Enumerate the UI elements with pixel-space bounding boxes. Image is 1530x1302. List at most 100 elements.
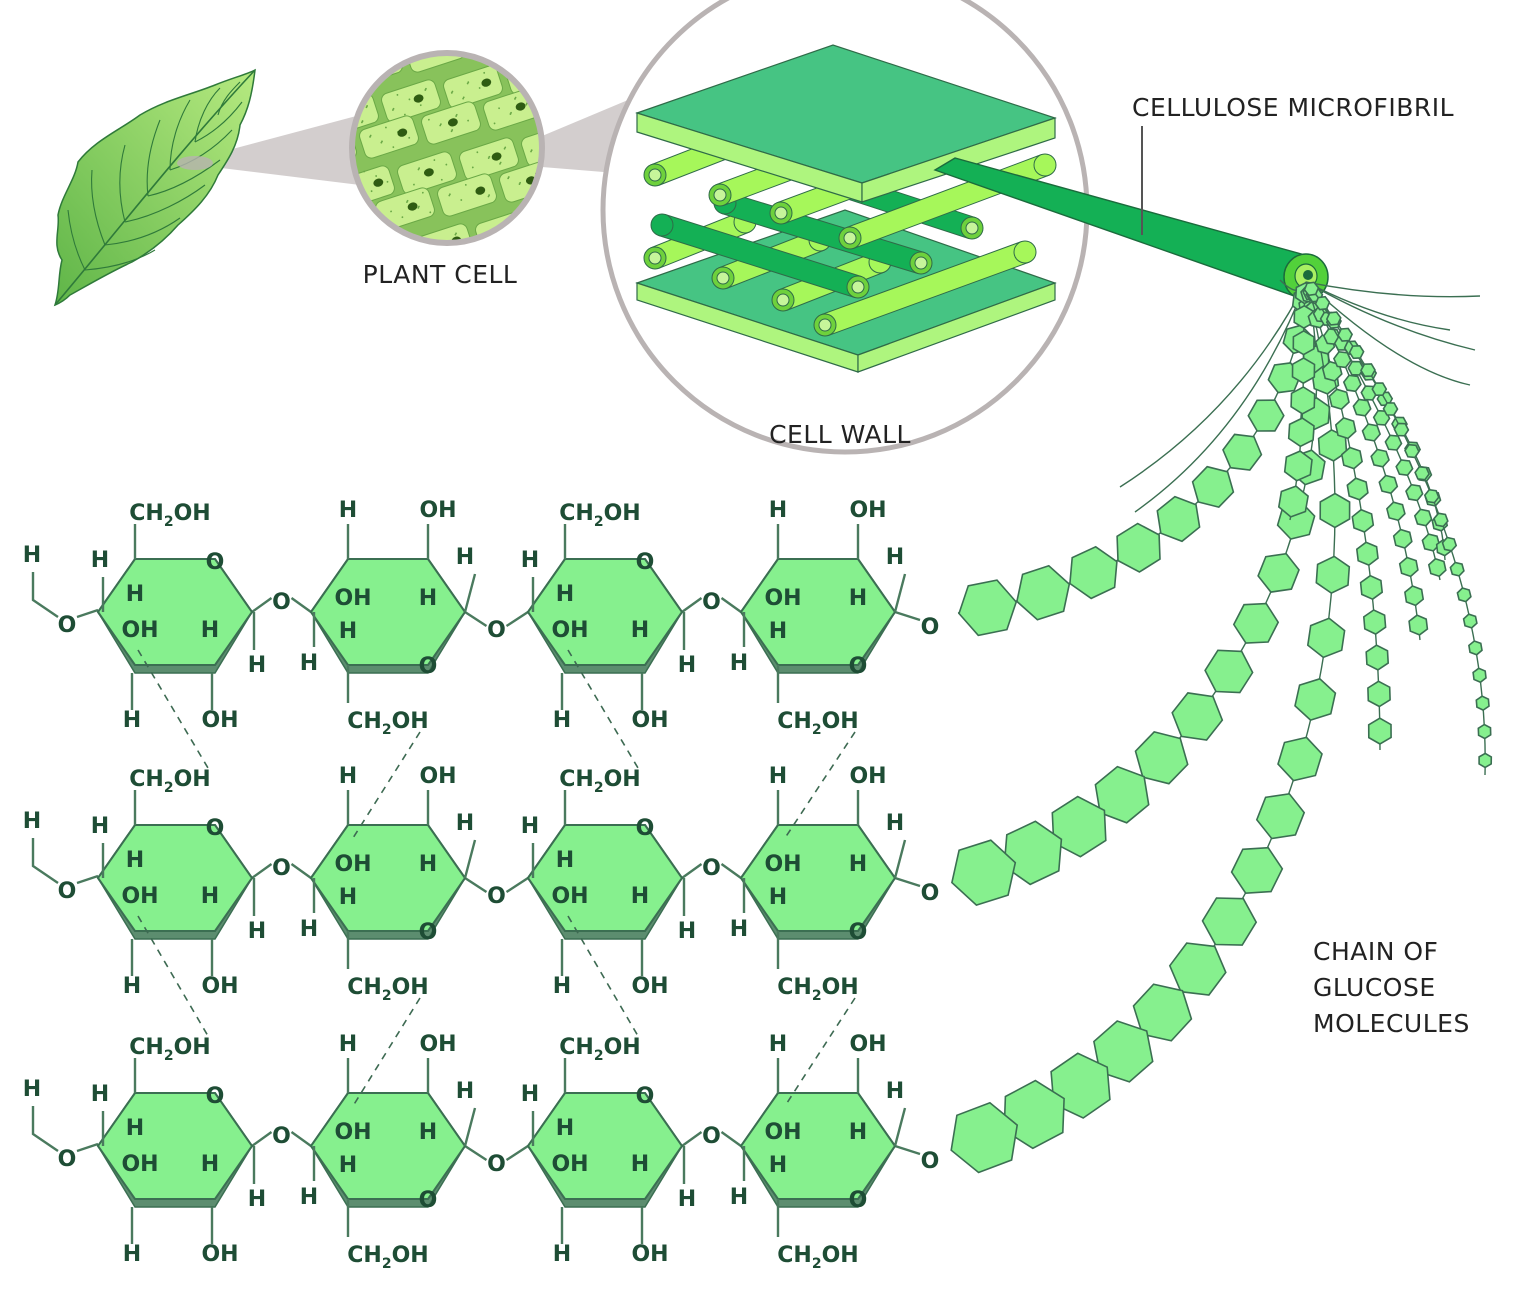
hydroxyl-group: OH <box>419 764 456 789</box>
glucose-hexagon <box>1191 465 1235 508</box>
hydrogen-atom: H <box>849 852 867 877</box>
hydrogen-atom: H <box>91 1082 109 1107</box>
glucose-hexagon <box>1003 820 1063 886</box>
ring-oxygen: O <box>849 920 868 945</box>
ring-oxygen: O <box>419 1188 438 1213</box>
hydrogen-atom: H <box>126 582 144 607</box>
leaf-zoom-spot <box>177 156 213 170</box>
glucose-hexagon <box>1016 564 1071 621</box>
hydrogen-atom: H <box>339 619 357 644</box>
glucose-chain <box>1305 281 1447 581</box>
bond <box>681 597 703 613</box>
bond <box>463 839 477 879</box>
hydrogen-atom: H <box>631 618 649 643</box>
chain-of-glucose-label: CHAIN OF GLUCOSE MOLECULES <box>1313 937 1470 1038</box>
chain-label-line1: CHAIN OF <box>1313 937 1438 966</box>
hydroxyl-group: OH <box>201 974 238 999</box>
hydrogen-atom: H <box>126 1116 144 1141</box>
hydroxyl-group: OH <box>551 884 588 909</box>
hydrogen-atom: H <box>123 1242 141 1267</box>
glycosidic-oxygen: O <box>702 590 721 615</box>
glucose-hexagon <box>1367 717 1392 745</box>
terminal-hydroxyl: HO <box>23 1077 99 1172</box>
glycosidic-oxygen: O <box>272 856 291 881</box>
glycosidic-bond: O <box>464 876 529 909</box>
ch2oh-group: CH2OH <box>777 709 858 738</box>
glycosidic-oxygen: O <box>487 618 506 643</box>
glycosidic-bond: O <box>251 856 312 881</box>
nucleus <box>569 209 581 220</box>
ring-oxygen: O <box>206 816 225 841</box>
glucose-hexagon <box>1362 609 1387 636</box>
glucose-hexagon <box>1405 483 1424 502</box>
hydrogen-atom: H <box>521 1082 539 1107</box>
glucose-hexagon <box>1314 295 1331 311</box>
hydrogen-atom: H <box>631 884 649 909</box>
hydrogen-atom: H <box>849 586 867 611</box>
leaf-veins <box>67 81 243 271</box>
glucose-hexagon <box>1051 795 1107 858</box>
oxygen-atom: O <box>58 879 77 904</box>
glucose-hexagon <box>1382 401 1399 416</box>
glucose-hexagon <box>1370 448 1390 468</box>
ch2oh-group: CH2OH <box>559 1035 640 1064</box>
hydrogen-bond <box>567 915 639 1037</box>
hydrogen-atom: H <box>769 1153 787 1178</box>
plant-cell <box>528 0 591 46</box>
hydroxyl-group: OH <box>121 884 158 909</box>
glucose-hexagon <box>1475 695 1490 712</box>
plant-cell <box>359 115 419 159</box>
plant-cell <box>521 123 542 167</box>
glycosidic-bond: O <box>464 1144 529 1177</box>
bond <box>464 1144 488 1162</box>
chain-label-line3: MOLECULES <box>1313 1009 1470 1038</box>
leaf-to-cell-beam <box>180 115 360 185</box>
ch2oh-group: CH2OH <box>777 1243 858 1272</box>
glucose-hexagon <box>1306 617 1346 659</box>
ring-oxygen: O <box>419 654 438 679</box>
hydrogen-atom: H <box>201 618 219 643</box>
fibril-strand <box>1305 281 1481 298</box>
chain-link: O <box>894 1144 939 1174</box>
hydrogen-atom: H <box>769 1032 787 1057</box>
fibril-strand <box>1134 281 1307 513</box>
glucose-hexagon <box>1328 388 1350 410</box>
nucleus <box>475 186 486 195</box>
bond <box>720 863 742 879</box>
cellulose-rod <box>813 240 1037 337</box>
ch2oh-group: CH2OH <box>559 501 640 530</box>
fibril-strand <box>1305 281 1451 331</box>
hydrogen-atom: H <box>248 919 266 944</box>
bond <box>31 838 59 884</box>
glucose-hexagon <box>1449 561 1465 577</box>
nucleus <box>515 102 526 111</box>
hydrogen-bond <box>567 649 639 769</box>
glycosidic-bond: O <box>681 856 742 881</box>
hydrogen-atom: H <box>769 498 787 523</box>
hydrogen-atom: H <box>248 653 266 678</box>
cellulose-rod <box>650 213 870 299</box>
plant-cell <box>397 151 457 195</box>
hydrogen-atom: H <box>339 1153 357 1178</box>
hydrogen-atom: H <box>521 548 539 573</box>
glucose-hexagon <box>1398 556 1419 578</box>
hydroxyl-group: OH <box>631 974 668 999</box>
hydrogen-atom: H <box>339 764 357 789</box>
hydroxyl-group: OH <box>121 1152 158 1177</box>
bond <box>463 1107 477 1147</box>
hydroxyl-group: OH <box>334 1120 371 1145</box>
glucose-hexagon <box>951 839 1017 907</box>
glucose-hexagon <box>1423 488 1440 504</box>
microfibril-label: CELLULOSE MICROFIBRIL <box>1132 93 1454 122</box>
glucose-hexagon <box>1348 344 1365 360</box>
glucose-hexagon <box>1427 557 1447 578</box>
hydrogen-atom: H <box>730 651 748 676</box>
hydrogen-atom: H <box>730 1185 748 1210</box>
hydrogen-atom: H <box>553 708 571 733</box>
hydroxyl-group: OH <box>334 852 371 877</box>
